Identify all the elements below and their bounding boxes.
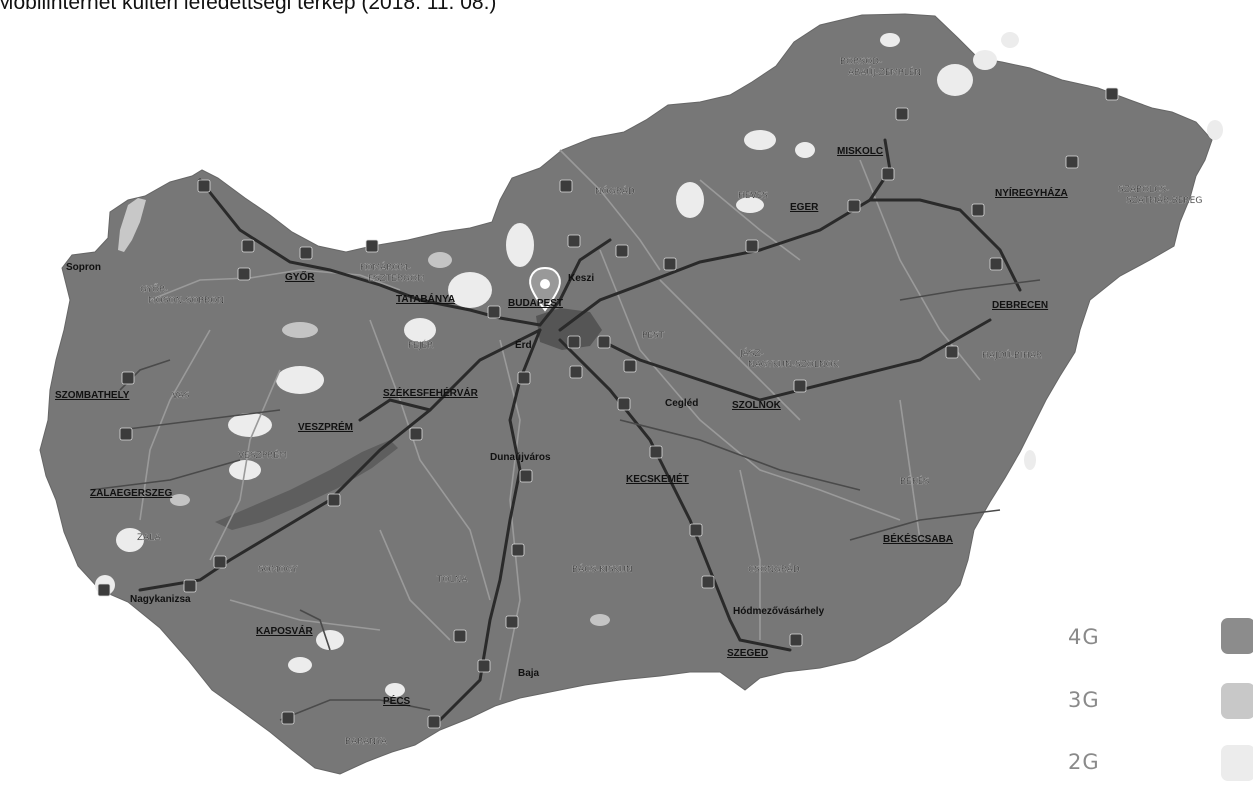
- county-label: SZABOLCS-SZATMÁR-BEREG: [1118, 185, 1202, 206]
- county-label: BÉKÉS: [900, 475, 929, 487]
- county-label: BORSOD-ABAÚJ-ZEMPLÉN: [840, 57, 921, 78]
- county-label: HAJDÚ-BIHAR: [982, 349, 1042, 361]
- town-label-cegled[interactable]: Cegléd: [665, 398, 698, 409]
- county-label: FEJÉR: [408, 339, 433, 351]
- city-label-gyor[interactable]: GYŐR: [285, 270, 315, 283]
- city-label-miskolc[interactable]: MISKOLC: [837, 146, 883, 157]
- county-label: BARANYA: [345, 737, 388, 747]
- county-label: BÁCS-KISKUN: [572, 563, 633, 575]
- country-outline: [39, 13, 1213, 775]
- town-label-nagykanizsa[interactable]: Nagykanizsa: [130, 594, 191, 605]
- lake-ferto: [118, 198, 146, 252]
- city-label-veszprem[interactable]: VESZPRÉM: [298, 420, 353, 433]
- city-label-pecs[interactable]: PÉCS: [383, 694, 411, 707]
- town-label-hodmezovasarhely[interactable]: Hódmezővásárhely: [733, 606, 825, 617]
- city-label-szekesfehervar[interactable]: SZÉKESFEHÉRVÁR: [383, 386, 479, 399]
- legend-swatch-3g: [1221, 683, 1253, 719]
- county-label: GYŐR-MOSON-SOPRON: [140, 284, 224, 306]
- road-shields: [97, 87, 1119, 729]
- city-label-kaposvar[interactable]: KAPOSVÁR: [256, 624, 313, 637]
- county-label: VESZPRÉM: [238, 449, 287, 461]
- town-label-erd[interactable]: Érd: [515, 338, 532, 351]
- county-label: CSONGRÁD: [748, 563, 800, 575]
- city-label-eger[interactable]: EGER: [790, 202, 819, 213]
- county-label: KOMÁROM-ESZTERGOM: [360, 261, 425, 284]
- budapest-area: [536, 308, 602, 350]
- page-title: Mobilinternet külteri lefedettségi térké…: [0, 0, 497, 14]
- city-label-zalaegerszeg[interactable]: ZALAEGERSZEG: [90, 488, 172, 499]
- county-label: PEST: [642, 331, 665, 341]
- coverage-gaps: [95, 32, 1223, 697]
- town-label-dunaujvaros[interactable]: Dunaújváros: [490, 452, 551, 463]
- county-borders: [139, 149, 981, 701]
- town-label-baja[interactable]: Baja: [518, 668, 540, 679]
- city-label-kecskemet[interactable]: KECSKEMÉT: [626, 472, 689, 485]
- coverage-3g: [170, 252, 610, 626]
- town-label-keszi[interactable]: Keszi: [568, 273, 594, 284]
- town-label-sopron[interactable]: Sopron: [66, 262, 101, 273]
- city-label-budapest[interactable]: BUDAPEST: [508, 298, 563, 309]
- county-label: NÓGRÁD: [595, 185, 635, 197]
- legend-label-2g: 2G: [1068, 750, 1100, 774]
- city-label-szolnok[interactable]: SZOLNOK: [732, 400, 782, 411]
- city-label-debrecen[interactable]: DEBRECEN: [992, 300, 1048, 311]
- location-pin-icon[interactable]: [529, 266, 561, 312]
- city-label-szeged[interactable]: SZEGED: [727, 648, 768, 659]
- county-label: JÁSZ-NAGYKUN-SZOLNOK: [739, 347, 840, 370]
- county-label: TOLNA: [436, 575, 468, 585]
- county-label: HEVES: [738, 191, 768, 201]
- legend-label-4g: 4G: [1068, 625, 1100, 649]
- legend-swatch-2g: [1221, 745, 1253, 781]
- city-label-nyiregyhaza[interactable]: NYÍREGYHÁZA: [995, 186, 1068, 199]
- city-label-bekescsaba[interactable]: BÉKÉSCSABA: [883, 532, 953, 545]
- legend-label-3g: 3G: [1068, 688, 1100, 712]
- county-label: SOMOGY: [258, 565, 298, 575]
- county-label: ZALA: [137, 533, 162, 543]
- legend-swatch-4g: [1221, 618, 1253, 654]
- city-label-szombathely[interactable]: SZOMBATHELY: [55, 390, 130, 401]
- lake-balaton: [215, 440, 398, 530]
- city-label-tatabanya[interactable]: TATABÁNYA: [396, 292, 455, 305]
- county-label: VAS: [172, 391, 190, 401]
